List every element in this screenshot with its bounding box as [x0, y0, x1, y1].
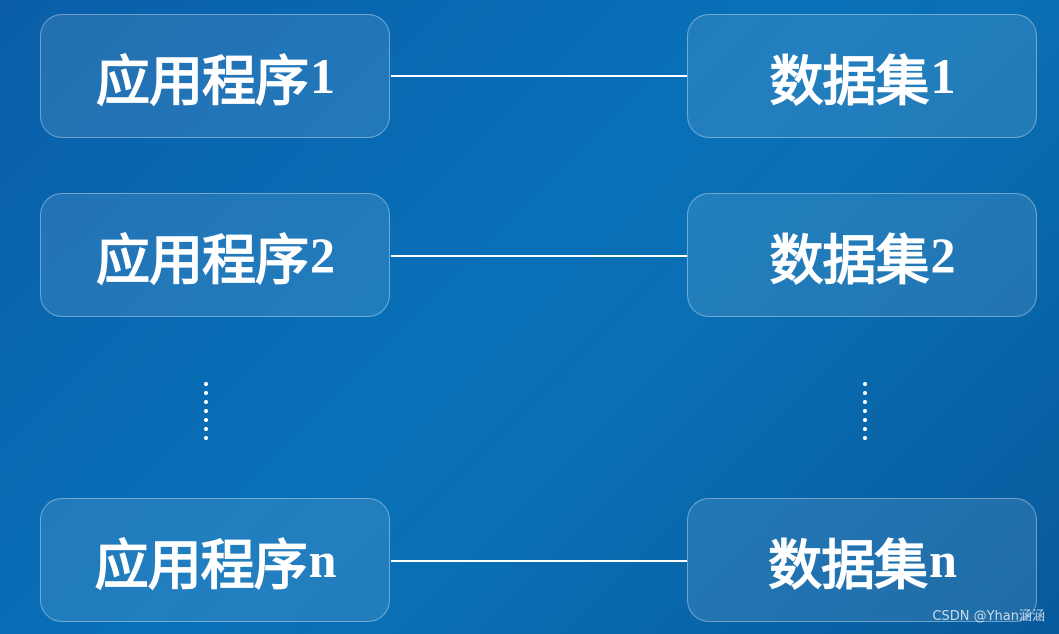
application-label: 应用程序	[96, 227, 309, 292]
vertical-ellipsis-left	[203, 382, 209, 452]
connector-line-2	[391, 255, 687, 257]
application-index: n	[308, 532, 337, 588]
dataset-index: 2	[930, 227, 956, 283]
dataset-label: 数据集	[768, 532, 928, 597]
connector-line-n	[391, 560, 687, 562]
application-label: 应用程序	[94, 532, 308, 597]
application-index: 1	[310, 48, 335, 104]
vertical-ellipsis-right	[862, 382, 868, 452]
watermark: CSDN @Yhan涵涵	[932, 609, 1045, 624]
dataset-label: 数据集	[769, 48, 930, 113]
dataset-index: 1	[930, 48, 956, 104]
application-index: 2	[310, 227, 335, 283]
application-label: 应用程序	[96, 48, 309, 113]
dataset-index: n	[929, 532, 957, 588]
dataset-label: 数据集	[769, 227, 930, 292]
connector-line-1	[391, 75, 687, 77]
